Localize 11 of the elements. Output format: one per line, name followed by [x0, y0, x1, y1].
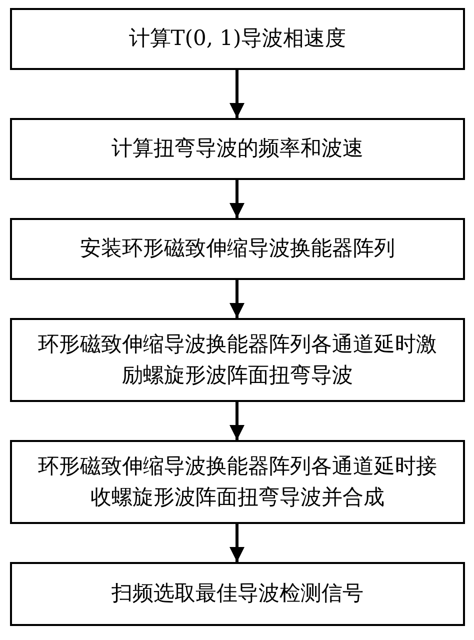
- arrow: [230, 524, 244, 562]
- process-box: 计算扭弯导波的频率和波速: [10, 118, 465, 180]
- process-box: 扫频选取最佳导波检测信号: [10, 562, 465, 626]
- arrow: [230, 402, 244, 440]
- process-box: 计算T(0, 1)导波相速度: [10, 8, 465, 70]
- process-box: 环形磁致伸缩导波换能器阵列各通道延时接收螺旋形波阵面扭弯导波并合成: [10, 440, 465, 524]
- arrow: [230, 70, 244, 118]
- process-box: 安装环形磁致伸缩导波换能器阵列: [10, 218, 465, 280]
- process-box: 环形磁致伸缩导波换能器阵列各通道延时激励螺旋形波阵面扭弯导波: [10, 318, 465, 402]
- arrow: [230, 180, 244, 218]
- arrow: [230, 280, 244, 318]
